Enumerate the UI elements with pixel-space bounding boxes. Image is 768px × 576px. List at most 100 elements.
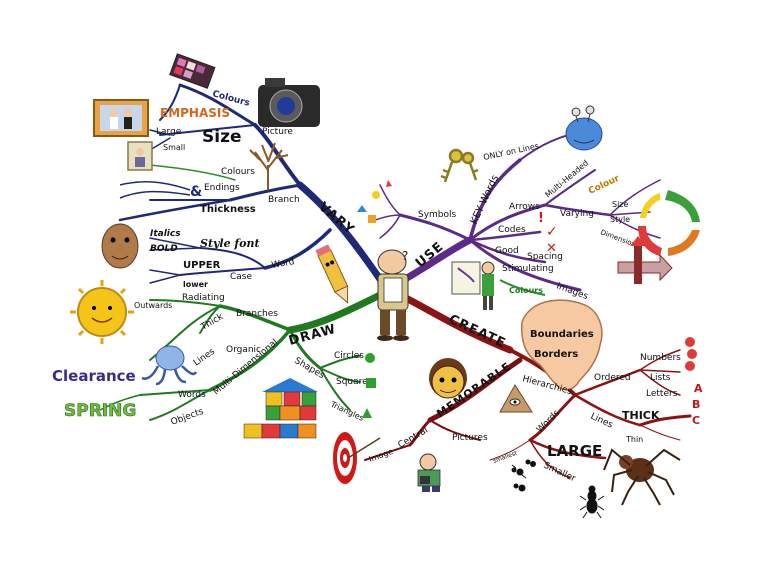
triangle-shape-icon xyxy=(362,408,372,418)
label-bold: BOLD xyxy=(150,244,178,254)
camera-icon xyxy=(258,78,320,127)
label-words-draw: Words xyxy=(178,390,206,400)
label-emphasis: EMPHASIS xyxy=(160,106,230,120)
label-style-font: Style font xyxy=(200,237,260,250)
label-create: CREATE xyxy=(446,312,508,351)
label-letter-a: A xyxy=(694,382,703,395)
label-endings: Endings xyxy=(204,183,240,193)
label-lines-draw: Lines xyxy=(192,347,217,369)
branch-memorable xyxy=(364,357,523,461)
label-size-use: Size xyxy=(612,200,629,209)
label-borders: Borders xyxy=(534,349,578,360)
octopus-icon xyxy=(141,345,198,386)
sun-icon xyxy=(70,280,134,344)
label-branch: Branch xyxy=(268,195,300,205)
label-arrows: Arrows xyxy=(509,202,540,212)
label-key-words: KEY Words xyxy=(469,174,501,227)
label-symbols: Symbols xyxy=(418,210,457,220)
cartoon-artist-icon: ? xyxy=(377,249,409,341)
label-picture: Picture xyxy=(262,127,293,137)
label-pictures: Pictures xyxy=(452,433,488,443)
label-case: Case xyxy=(230,272,252,282)
label-thickness: Thickness xyxy=(200,204,256,215)
cross-icon: ✕ xyxy=(546,241,557,256)
label-squares: Squares xyxy=(336,377,373,387)
label-good: Good xyxy=(495,246,519,256)
tick-icon: ✓ xyxy=(546,224,558,240)
arrow-sign-icon xyxy=(617,236,673,284)
label-boundaries: Boundaries xyxy=(530,329,594,340)
svg-text:?: ? xyxy=(402,249,408,263)
label-numbers: Numbers xyxy=(640,353,681,363)
label-circles: Circles xyxy=(334,351,364,361)
label-letter-b: B xyxy=(692,398,700,411)
alien-icon xyxy=(565,105,603,151)
label-words-create: Words xyxy=(535,408,562,435)
label-vary: VARY xyxy=(315,200,357,238)
branch-endings xyxy=(119,180,191,199)
pyramid-eye-icon xyxy=(499,384,533,413)
label-image: Image xyxy=(368,447,395,464)
label-codes: Codes xyxy=(498,225,526,235)
label-colours-branch: Colours xyxy=(221,167,255,177)
label-branches: Branches xyxy=(236,309,278,319)
circle-shape-icon xyxy=(365,353,375,363)
branch-vary xyxy=(118,83,388,289)
label-italics: Italics xyxy=(150,229,181,239)
label-triangles: Triangles xyxy=(328,399,365,423)
tree-icon xyxy=(249,142,289,190)
branch-colours-green xyxy=(499,279,546,296)
label-size: Size xyxy=(202,127,242,147)
spider-icon xyxy=(603,448,681,506)
label-large: Large xyxy=(156,127,182,137)
square-shape-icon xyxy=(366,378,376,388)
label-organic: Organic xyxy=(226,345,261,355)
label-lower: lower xyxy=(183,280,208,289)
label-stimulating: Stimulating xyxy=(502,264,554,274)
label-spring: SPRING xyxy=(64,401,136,421)
label-large-create: LARGE xyxy=(547,442,602,460)
ant-icon xyxy=(511,459,605,519)
keys-icon xyxy=(440,148,479,183)
target-icon xyxy=(333,432,381,484)
label-small: Small xyxy=(163,143,185,152)
label-ampersand: & xyxy=(190,184,202,200)
label-clearance: Clearance xyxy=(52,367,136,385)
face-icon xyxy=(101,223,139,269)
label-images: Images xyxy=(555,281,590,302)
label-radiating: Radiating xyxy=(182,293,225,303)
wedding-photo-icon xyxy=(93,99,149,137)
numbered-circles-icon xyxy=(685,337,697,371)
label-colours-green: Colours xyxy=(509,286,543,295)
cycle-arrows-icon xyxy=(638,190,700,256)
photographer-icon xyxy=(417,453,441,492)
label-smaller: Smaller xyxy=(542,461,578,485)
label-central: Central xyxy=(397,426,430,451)
label-varying: Varying xyxy=(560,209,594,219)
branch-use xyxy=(369,129,661,292)
label-style: Style xyxy=(610,215,630,224)
label-word: Word xyxy=(271,257,296,271)
label-outwards: Outwards xyxy=(134,301,172,310)
painter-icon xyxy=(451,261,495,310)
exclamation-icon: ! xyxy=(538,211,544,226)
label-spacing: Spacing xyxy=(527,252,563,262)
small-photo-icon xyxy=(127,141,153,171)
label-letter-c: C xyxy=(692,414,700,427)
label-lists: Lists xyxy=(650,373,671,383)
label-thin: Thin xyxy=(625,435,643,444)
blocks-icon xyxy=(243,378,318,439)
makeup-palette-icon xyxy=(169,53,216,89)
symbols-cluster-icon xyxy=(357,180,392,223)
label-smallest: smallest xyxy=(492,449,519,464)
label-letters: Letters xyxy=(646,389,678,399)
label-only-on-lines: ONLY on Lines xyxy=(483,141,540,162)
label-colour: Colour xyxy=(587,174,622,197)
branch-draw xyxy=(99,291,384,421)
label-upper: UPPER xyxy=(183,260,221,271)
label-ordered: Ordered xyxy=(594,373,631,383)
pencil-character-icon xyxy=(315,244,349,304)
boundary-shape xyxy=(521,299,603,391)
label-thick-create: THICK xyxy=(622,409,660,422)
